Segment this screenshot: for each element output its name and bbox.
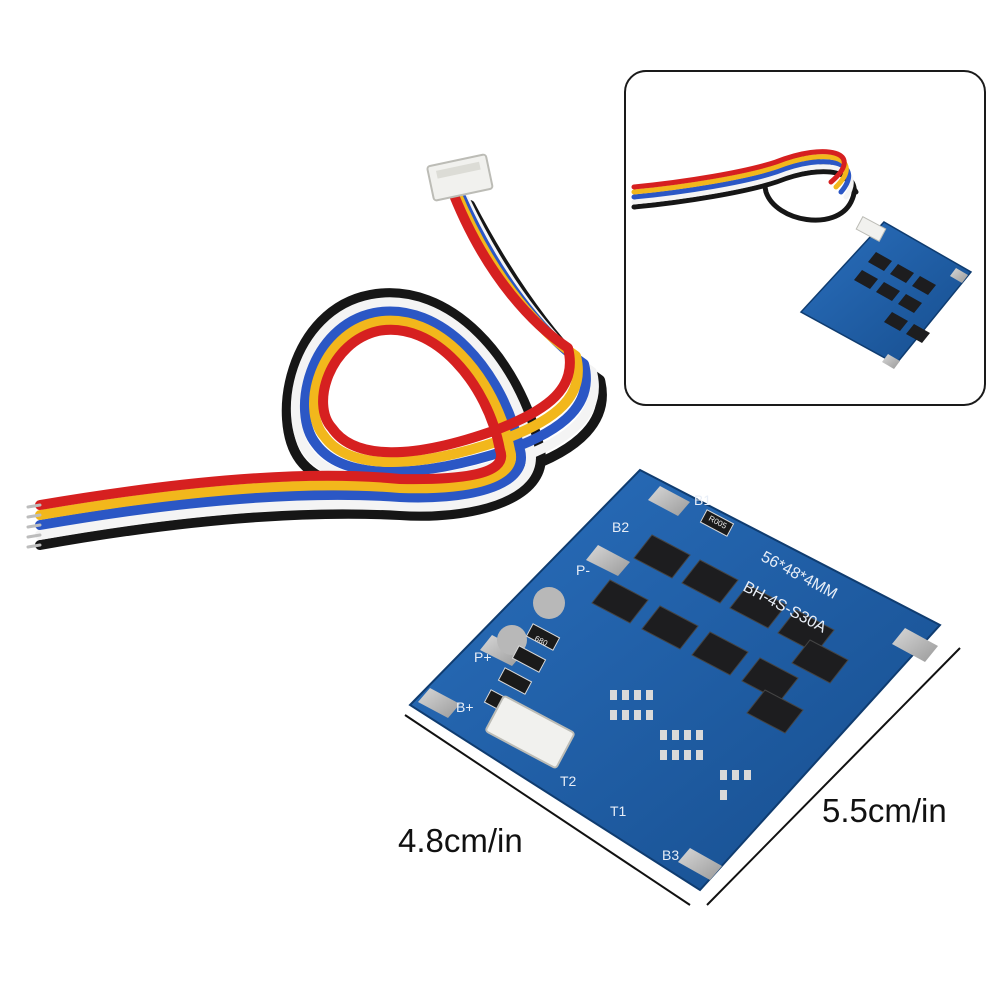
wire-harness-icon [26,180,607,550]
pad-label-b1: B1 [694,492,711,508]
connector-mark-t1: T1 [610,803,627,819]
inset-bms-board-icon [799,216,973,369]
pad-label-p-plus: P+ [474,649,492,665]
inset-product-view [624,70,986,406]
width-dimension-label: 4.8cm/in [398,822,523,859]
connector-mark-t2: T2 [560,773,577,789]
inset-wire-harness-icon [631,149,859,223]
height-dimension-label: 5.5cm/in [822,792,947,829]
pad-label-b3: B3 [662,847,679,863]
dimension-lines [404,647,961,906]
bms-board-icon: 56*48*4MM BH-4S-S30A B1 B2 B3 P- P+ B+ T… [408,468,942,892]
pad-label-b-plus: B+ [456,699,474,715]
pad-label-p-minus: P- [576,562,590,578]
pad-label-b2: B2 [612,519,629,535]
balance-connector-icon [426,153,494,202]
